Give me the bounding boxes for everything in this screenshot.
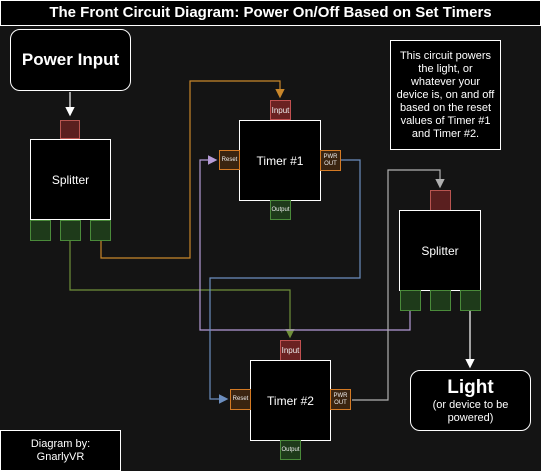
splitter2-output-port-3 (460, 290, 481, 311)
diagram-title: The Front Circuit Diagram: Power On/Off … (0, 0, 541, 26)
power-input-box: Power Input (10, 29, 131, 91)
wire-timer1-to-timer2-reset (209, 159, 361, 404)
splitter2-output-port-2 (430, 290, 451, 311)
timer2-input-port: Input (280, 340, 301, 361)
timer1-output-port: Output (270, 200, 291, 220)
timer1-reset-port: Reset (219, 150, 240, 170)
splitter1-output-port-3 (90, 220, 111, 241)
timer1-input-port: Input (270, 100, 291, 120)
splitter1-box: Splitter (30, 139, 111, 220)
timer1-label: Timer #1 (256, 153, 304, 168)
splitter2-label: Splitter (421, 243, 459, 258)
timer1-box: Timer #1 (239, 120, 321, 201)
timer1-pwr-out-port: PWR OUT (320, 150, 341, 171)
note-text: This circuit powers the light, or whatev… (396, 49, 495, 140)
wire-timer2-to-splitter2-input (352, 169, 445, 401)
timer2-box: Timer #2 (250, 360, 331, 441)
splitter1-output-port-1 (30, 220, 51, 241)
description-note: This circuit powers the light, or whatev… (390, 40, 501, 150)
credit-box: Diagram by: GnarlyVR (0, 430, 121, 471)
credit-line2: GnarlyVR (36, 451, 85, 463)
power-input-label: Power Input (21, 50, 120, 69)
light-sublabel: (or device to be powered) (432, 399, 509, 424)
light-label: Light (447, 377, 494, 398)
splitter2-output-port-1 (400, 290, 421, 311)
credit-line1: Diagram by: (30, 438, 91, 450)
timer2-pwr-out-port: PWR OUT (330, 389, 351, 410)
wire-splitter1-to-timer1-input (100, 80, 285, 259)
splitter2-box: Splitter (399, 210, 481, 291)
light-box: Light (or device to be powered) (410, 370, 531, 431)
timer2-reset-port: Reset (230, 389, 251, 410)
timer2-output-port: Output (280, 440, 301, 460)
wire-splitter2-to-timer1-reset (199, 155, 411, 331)
timer2-label: Timer #2 (267, 393, 314, 408)
splitter1-label: Splitter (51, 172, 90, 187)
splitter1-output-port-2 (60, 220, 81, 241)
splitter2-input-port (430, 190, 451, 211)
splitter1-input-port (60, 120, 80, 139)
wire-splitter1-to-timer2-input (69, 241, 295, 339)
